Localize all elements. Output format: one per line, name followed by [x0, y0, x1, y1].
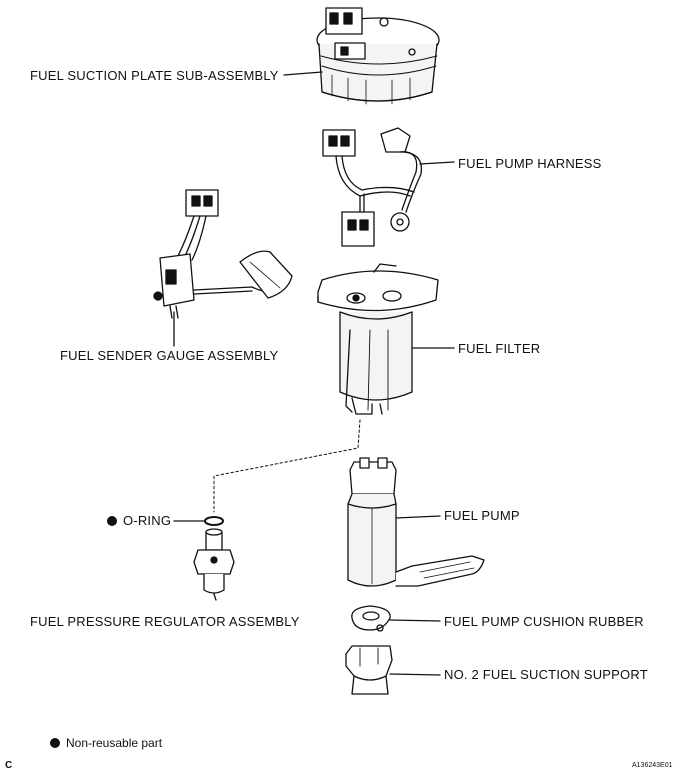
fuel-sender-gauge-drawing: [153, 189, 293, 319]
label-no2-fuel-suction-support: NO. 2 FUEL SUCTION SUPPORT: [444, 667, 648, 682]
leader-fuel-pump: [395, 515, 441, 519]
label-fuel-suction-plate: FUEL SUCTION PLATE SUB-ASSEMBLY: [30, 68, 279, 83]
label-fuel-pump: FUEL PUMP: [444, 508, 520, 523]
figure-code: A136243E01: [632, 762, 673, 769]
fuel-pump-drawing: [347, 457, 485, 587]
leader-suction-plate: [283, 71, 323, 76]
label-fuel-filter: FUEL FILTER: [458, 341, 541, 356]
assembly-dashed-line: [213, 419, 361, 513]
fuel-pressure-regulator-drawing: [193, 528, 235, 594]
corner-letter: C: [5, 760, 13, 771]
leader-pressure-regulator: [213, 593, 217, 601]
fuel-pump-cushion-rubber-drawing: [351, 605, 391, 632]
label-o-ring: O-RING: [107, 513, 171, 528]
legend-bullet-icon: [50, 738, 60, 748]
label-fuel-pump-harness: FUEL PUMP HARNESS: [458, 156, 602, 171]
leader-pump-harness: [419, 161, 455, 165]
label-fuel-pump-cushion-rubber: FUEL PUMP CUSHION RUBBER: [444, 614, 644, 629]
label-o-ring-text: O-RING: [123, 513, 172, 528]
legend: Non-reusable part: [50, 736, 162, 750]
o-ring-drawing: [204, 516, 224, 526]
no2-fuel-suction-support-drawing: [345, 645, 393, 695]
fuel-suction-plate-drawing: [316, 7, 440, 105]
fuel-pump-harness-drawing: [322, 127, 423, 247]
non-reusable-bullet-icon: [107, 516, 117, 526]
legend-text: Non-reusable part: [66, 736, 163, 750]
label-fuel-pressure-regulator: FUEL PRESSURE REGULATOR ASSEMBLY: [30, 614, 300, 629]
fuel-filter-drawing: [317, 263, 439, 415]
leader-suction-support: [389, 673, 441, 676]
leader-cushion-rubber: [389, 619, 441, 622]
label-fuel-sender-gauge: FUEL SENDER GAUGE ASSEMBLY: [60, 348, 279, 363]
